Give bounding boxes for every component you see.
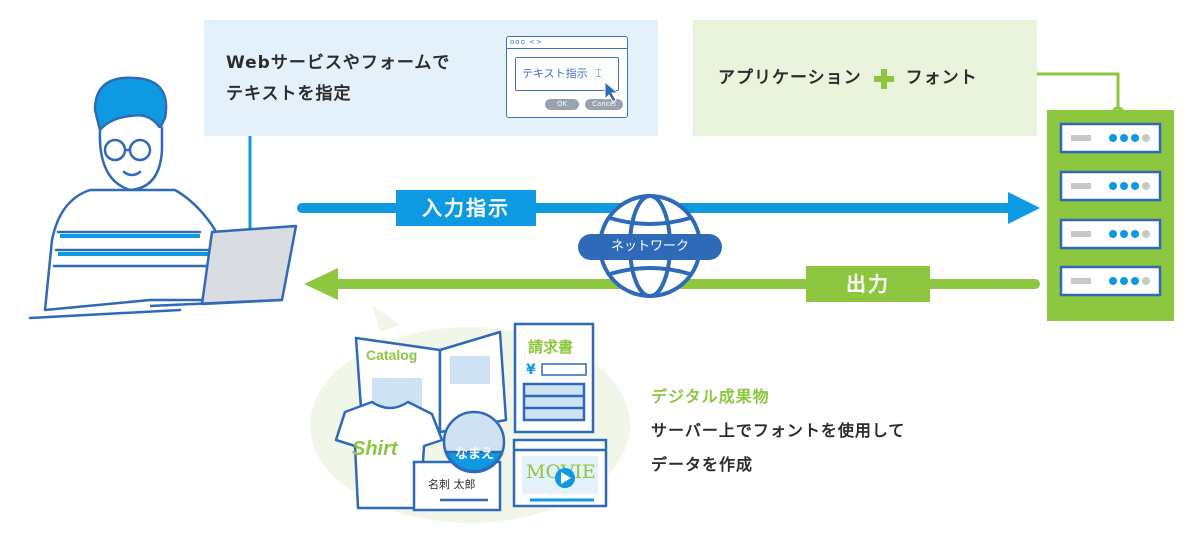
app-font-text: アプリケーション フォント (718, 63, 978, 94)
invoice-title: 請求書 (528, 338, 573, 356)
name-badge-icon (442, 410, 506, 474)
output-title: デジタル成果物 (651, 387, 770, 406)
shirt-label: Shirt (352, 438, 399, 460)
app-font-panel (693, 20, 1037, 136)
laptop-icon (149, 224, 298, 308)
dialog-ok-button[interactable]: OK (545, 99, 579, 110)
dialog-text-field[interactable]: テキスト指示 ⌶ (515, 57, 619, 91)
mouse-pointer-icon (604, 81, 620, 103)
font-label: フォント (905, 68, 978, 88)
catalog-label: Catalog (366, 347, 417, 363)
dialog-cancel-button[interactable]: Cancel (585, 99, 623, 110)
server-icon (1047, 110, 1174, 321)
play-icon (555, 468, 575, 488)
name-badge-label: なまえ (455, 447, 494, 462)
text-cursor-icon: ⌶ (595, 67, 602, 80)
web-service-text: Webサービスやフォームで テキストを指定 (226, 48, 496, 110)
web-service-line2: テキストを指定 (226, 84, 352, 104)
person-stripes (58, 234, 208, 256)
dialog-titlebar: ooo <> (507, 37, 627, 49)
output-desc-line1: サーバー上でフォントを使用して (651, 421, 906, 440)
plus-icon (873, 68, 894, 89)
application-label: アプリケーション (718, 68, 862, 88)
dialog-field-text: テキスト指示 (522, 67, 588, 80)
web-service-line1: Webサービスやフォームで (226, 53, 451, 73)
output-label: 出力 (806, 266, 930, 302)
form-dialog: ooo <> テキスト指示 ⌶ OK Cancel (506, 36, 628, 118)
output-desc-line2: データを作成 (651, 455, 754, 474)
invoice-yen: ¥ (526, 362, 536, 378)
network-label: ネットワーク (578, 234, 722, 260)
business-card-name: 名刺 太郎 (428, 477, 476, 491)
invoice-amount-box (541, 363, 587, 376)
person-icon (28, 76, 232, 320)
server-connector-line (1037, 72, 1120, 110)
output-description: デジタル成果物 サーバー上でフォントを使用して データを作成 (651, 380, 905, 482)
input-instruction-label: 入力指示 (396, 190, 536, 226)
invoice-icon (513, 322, 595, 434)
